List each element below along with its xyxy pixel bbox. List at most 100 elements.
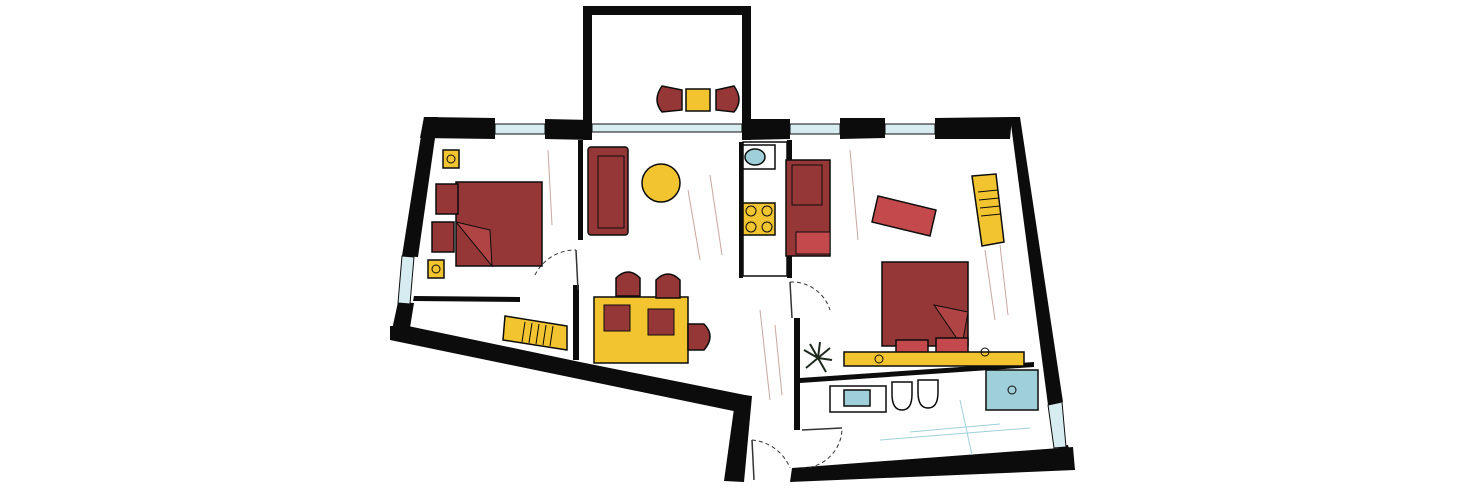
wall-hall-right: [794, 318, 800, 430]
sofa-bed-cushion: [795, 231, 831, 255]
nightstand: [442, 149, 460, 169]
dining-chair: [687, 323, 711, 351]
bathroom: [829, 369, 1039, 456]
sketch-line: [879, 427, 1031, 441]
sketch-line: [999, 244, 1009, 316]
placemat: [603, 304, 631, 332]
sketch-line: [687, 189, 701, 261]
balcony-table: [685, 88, 711, 112]
hanger: [528, 322, 533, 344]
burner: [761, 205, 773, 217]
hanger: [979, 205, 1001, 209]
window-icon: [591, 123, 743, 133]
sketch-line: [547, 149, 553, 226]
pillow: [431, 221, 455, 253]
placemat: [647, 308, 675, 336]
plant-icon: [803, 341, 833, 373]
bathroom-sketch-lines: [879, 399, 1031, 456]
leaf: [817, 347, 831, 359]
wall-closet-top: [413, 296, 520, 302]
burner: [745, 221, 757, 233]
bottom-wall-right: [790, 447, 1075, 482]
sketch-line: [759, 309, 771, 401]
door-swings: [534, 249, 843, 469]
door-swing-icon: [751, 439, 791, 469]
door-swing-icon: [789, 281, 831, 311]
sofa-icon: [587, 146, 629, 236]
door-leaves: [575, 249, 843, 481]
dining-chair: [655, 273, 681, 299]
right-wall-lower: [1060, 445, 1075, 470]
window-icon: [1047, 401, 1067, 449]
burner: [761, 221, 773, 233]
lamp: [446, 154, 456, 164]
top-wall-right-3: [935, 117, 1012, 139]
windows: [397, 123, 1067, 449]
bottom-left-wall: [390, 326, 750, 414]
wall-kitchen-left: [739, 142, 743, 278]
pillow: [435, 183, 459, 215]
leaf: [817, 357, 833, 361]
hanger: [980, 213, 1002, 217]
hangers: [521, 321, 554, 347]
hanger: [978, 197, 1000, 201]
sketch-line: [774, 324, 783, 396]
stove-icon: [742, 202, 776, 236]
wardrobe: [971, 173, 1005, 247]
balcony-wall-right: [742, 6, 751, 140]
top-wall-right-2: [840, 118, 885, 139]
bedroom-2: [785, 159, 1025, 373]
top-wall-left-2: [545, 119, 592, 140]
wall-bedroom1-living: [578, 140, 583, 240]
nightstand: [427, 259, 445, 279]
leaf: [817, 341, 821, 359]
balcony-chair: [715, 85, 740, 113]
toilet-icon: [891, 381, 913, 411]
bed-fold: [932, 304, 969, 348]
top-wall-left: [420, 117, 495, 139]
kitchen: [742, 141, 788, 277]
coffee-table: [641, 163, 681, 203]
sketch-line: [909, 423, 1001, 433]
leaf: [805, 357, 819, 369]
dining-chair: [615, 271, 641, 297]
hanger: [977, 189, 999, 193]
left-wall-upper: [402, 117, 438, 257]
leaf: [803, 349, 819, 359]
window-icon: [884, 123, 936, 135]
shower: [985, 369, 1039, 411]
balcony-wall-left: [583, 6, 592, 140]
sink-basin: [744, 148, 766, 166]
balcony-chair: [656, 85, 683, 113]
headboard-shelf: [843, 351, 1025, 367]
door-leaf: [801, 427, 843, 431]
sketch-line: [959, 399, 973, 456]
bed-fold: [454, 221, 493, 268]
balcony-wall-top: [583, 6, 751, 15]
door-leaf: [575, 249, 579, 291]
window-icon: [494, 123, 546, 135]
window-icon: [789, 123, 841, 135]
balcony-furniture: [656, 85, 740, 113]
top-wall-right-1: [742, 119, 790, 140]
leaf: [817, 357, 827, 373]
bedroom-1: [427, 149, 568, 351]
lamp: [980, 347, 990, 357]
hanger: [521, 321, 526, 343]
sofa-seat: [597, 155, 625, 229]
burner: [745, 205, 757, 217]
desk: [871, 195, 937, 237]
window-icon: [397, 255, 415, 305]
entry-wall: [724, 394, 752, 482]
lamp: [431, 264, 441, 274]
hangers: [977, 189, 1002, 217]
shower-drain: [1007, 385, 1017, 395]
living-room: [587, 146, 711, 364]
bed-icon: [455, 181, 543, 267]
lamp: [874, 354, 884, 364]
sketch-line: [849, 149, 859, 241]
door-leaf: [751, 439, 755, 481]
leaf: [809, 343, 819, 359]
right-wall-upper: [1010, 117, 1063, 405]
